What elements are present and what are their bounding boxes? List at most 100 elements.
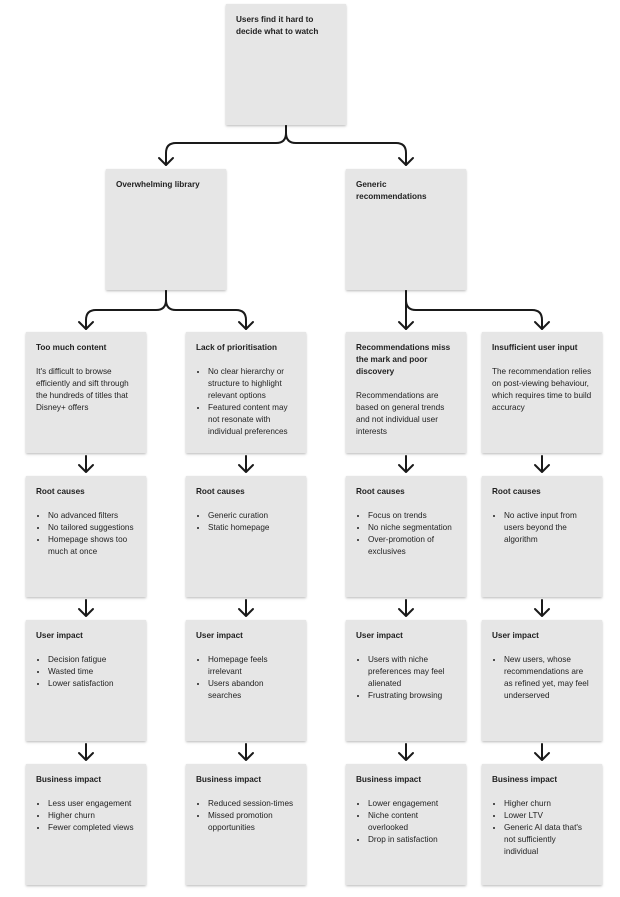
list-item: No active input from users beyond the al… [504,510,592,546]
list-item: Users with niche preferences may feel al… [368,654,456,690]
connector-branch-0-to-problem-0 [85,290,167,330]
root-causes-card: Root causes No active input from users b… [482,476,602,597]
list-item: Generic curation [208,510,296,522]
column-3-arrows [534,455,550,761]
user-impact-card: User impact Homepage feels irrelevant Us… [186,620,306,741]
arrowhead-problem-0 [78,321,94,330]
branch-card-overwhelming-library: Overwhelming library [106,169,226,290]
list-item: Less user engagement [48,798,136,810]
business-impact-card: Business impact Lower engagement Niche c… [346,764,466,885]
list-item: Homepage shows too much at once [48,534,136,558]
stage-list: No advanced filters No tailored suggesti… [36,510,136,558]
list-item: No advanced filters [48,510,136,522]
arrowhead-problem-1 [238,321,254,330]
list-item: New users, whose recommendations are as … [504,654,592,702]
root-causes-card: Root causes No advanced filters No tailo… [26,476,146,597]
stage-title: Root causes [492,487,541,496]
list-item: Higher churn [48,810,136,822]
list-item: Reduced session-times [208,798,296,810]
list-item: No clear hierarchy or structure to highl… [208,366,296,402]
list-item: No tailored suggestions [48,522,136,534]
problem-description: Recommendations are based on general tre… [356,391,445,436]
stage-list: Homepage feels irrelevant Users abandon … [196,654,296,702]
list-item: Wasted time [48,666,136,678]
connector-branch-1-to-problem-3 [405,290,543,330]
problem-title: Lack of prioritisation [196,343,277,352]
list-item: Frustrating browsing [368,690,456,702]
arrowhead-branch-0 [158,157,174,166]
stage-list: Reduced session-times Missed promotion o… [196,798,296,834]
column-1-arrows [238,455,254,761]
business-impact-card: Business impact Reduced session-times Mi… [186,764,306,885]
stage-title: Business impact [196,775,262,784]
stage-title: Root causes [356,487,405,496]
stage-list: Higher churn Lower LTV Generic AI data t… [492,798,592,858]
list-item: Fewer completed views [48,822,136,834]
problem-title: Too much content [36,343,107,352]
list-item: Lower engagement [368,798,456,810]
root-problem-card: Users find it hard to decide what to wat… [226,4,346,125]
list-item: Niche content overlooked [368,810,456,834]
stage-title: Root causes [36,487,85,496]
stage-title: Business impact [492,775,558,784]
business-impact-card: Business impact Less user engagement Hig… [26,764,146,885]
stage-title: Business impact [356,775,422,784]
list-item: Generic AI data that's not sufficiently … [504,822,592,858]
root-causes-card: Root causes Generic curation Static home… [186,476,306,597]
stage-list: Decision fatigue Wasted time Lower satis… [36,654,136,690]
problem-card-insufficient-user-input: Insufficient user input The recommendati… [482,332,602,453]
stage-title: User impact [356,631,403,640]
column-2-arrows [398,455,414,761]
problem-title: Insufficient user input [492,343,578,352]
user-impact-card: User impact New users, whose recommendat… [482,620,602,741]
list-item: Focus on trends [368,510,456,522]
user-impact-card: User impact Users with niche preferences… [346,620,466,741]
problem-card-too-much-content: Too much content It's difficult to brows… [26,332,146,453]
stage-list: New users, whose recommendations are as … [492,654,592,702]
list-item: Users abandon searches [208,678,296,702]
root-problem-title: Users find it hard to decide what to wat… [236,15,319,36]
stage-title: User impact [492,631,539,640]
branch-title: Generic recommendations [356,180,427,201]
column-0-arrows [78,455,94,761]
problem-list: No clear hierarchy or structure to highl… [196,366,296,438]
list-item: Higher churn [504,798,592,810]
stage-list: Less user engagement Higher churn Fewer … [36,798,136,834]
stage-list: Generic curation Static homepage [196,510,296,534]
stage-title: Business impact [36,775,102,784]
list-item: Lower LTV [504,810,592,822]
user-impact-card: User impact Decision fatigue Wasted time… [26,620,146,741]
connector-root-to-branch-1 [285,125,407,166]
stage-title: Root causes [196,487,245,496]
arrowhead-problem-2 [398,321,414,330]
business-impact-card: Business impact Higher churn Lower LTV G… [482,764,602,885]
stage-list: Focus on trends No niche segmentation Ov… [356,510,456,558]
stage-list: No active input from users beyond the al… [492,510,592,546]
connector-branch-0-to-problem-1 [165,290,247,330]
list-item: Drop in satisfaction [368,834,456,846]
list-item: Missed promotion opportunities [208,810,296,834]
connector-root-to-branch-0 [165,125,287,166]
list-item: Over-promotion of exclusives [368,534,456,558]
problem-description: The recommendation relies on post-viewin… [492,367,592,412]
list-item: Featured content may not resonate with i… [208,402,296,438]
arrowhead-problem-3 [534,321,550,330]
list-item: Lower satisfaction [48,678,136,690]
problem-card-lack-of-prioritisation: Lack of prioritisation No clear hierarch… [186,332,306,453]
problem-title: Recommendations miss the mark and poor d… [356,343,451,376]
arrowhead-branch-1 [398,157,414,166]
problem-card-recommendations-miss-the-mark: Recommendations miss the mark and poor d… [346,332,466,453]
stage-list: Users with niche preferences may feel al… [356,654,456,702]
problem-description: It's difficult to browse efficiently and… [36,367,129,412]
list-item: Static homepage [208,522,296,534]
root-causes-card: Root causes Focus on trends No niche seg… [346,476,466,597]
list-item: No niche segmentation [368,522,456,534]
branch-title: Overwhelming library [116,180,200,189]
list-item: Homepage feels irrelevant [208,654,296,678]
stage-title: User impact [36,631,83,640]
branch-card-generic-recommendations: Generic recommendations [346,169,466,290]
stage-list: Lower engagement Niche content overlooke… [356,798,456,846]
stage-title: User impact [196,631,243,640]
